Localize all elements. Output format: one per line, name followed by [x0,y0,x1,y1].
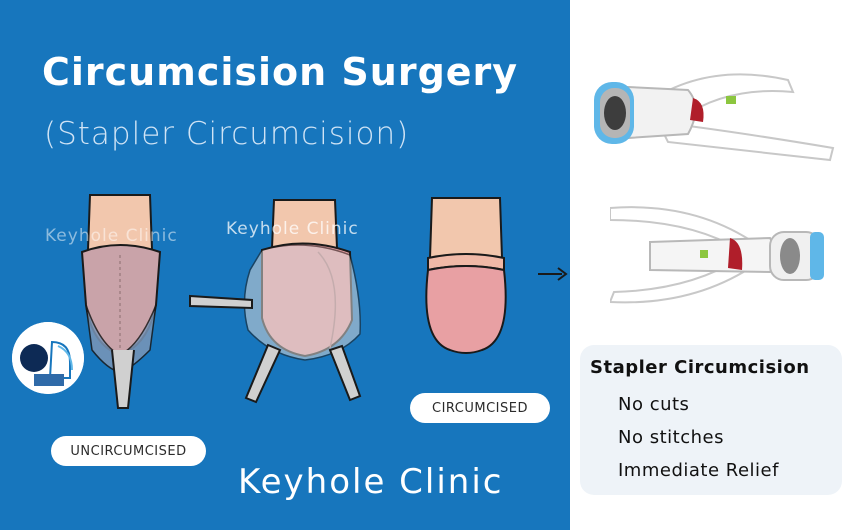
left-panel: Circumcision Surgery (Stapler Circumcisi… [0,0,570,530]
info-card-title: Stapler Circumcision [590,357,810,378]
arrow-right-icon [538,267,568,281]
clinic-logo-icon [12,322,84,394]
uncircumcised-figure [80,194,162,409]
stapler-device-icon [610,206,824,304]
list-item: No cuts [618,394,690,415]
circumcised-figure [425,197,507,354]
uncircumcised-label: UNCIRCUMCISED [51,436,206,466]
brand-name: Keyhole Clinic [238,462,504,502]
page-subtitle: (Stapler Circumcision) [44,116,410,152]
procedure-figure [189,199,362,404]
benefits-list: No cuts No stitches Immediate Relief [590,388,832,487]
procedure-illustration [80,194,507,409]
info-card: Stapler Circumcision No cuts No stitches… [580,345,842,495]
list-item: Immediate Relief [618,460,779,481]
stapler-device-icon [594,73,835,162]
circumcised-label: CIRCUMCISED [410,393,550,423]
list-item: No stitches [618,427,724,448]
page-title: Circumcision Surgery [42,50,519,94]
watermark-text: Keyhole Clinic [226,219,359,239]
watermark-text: Keyhole Clinic [45,226,178,246]
